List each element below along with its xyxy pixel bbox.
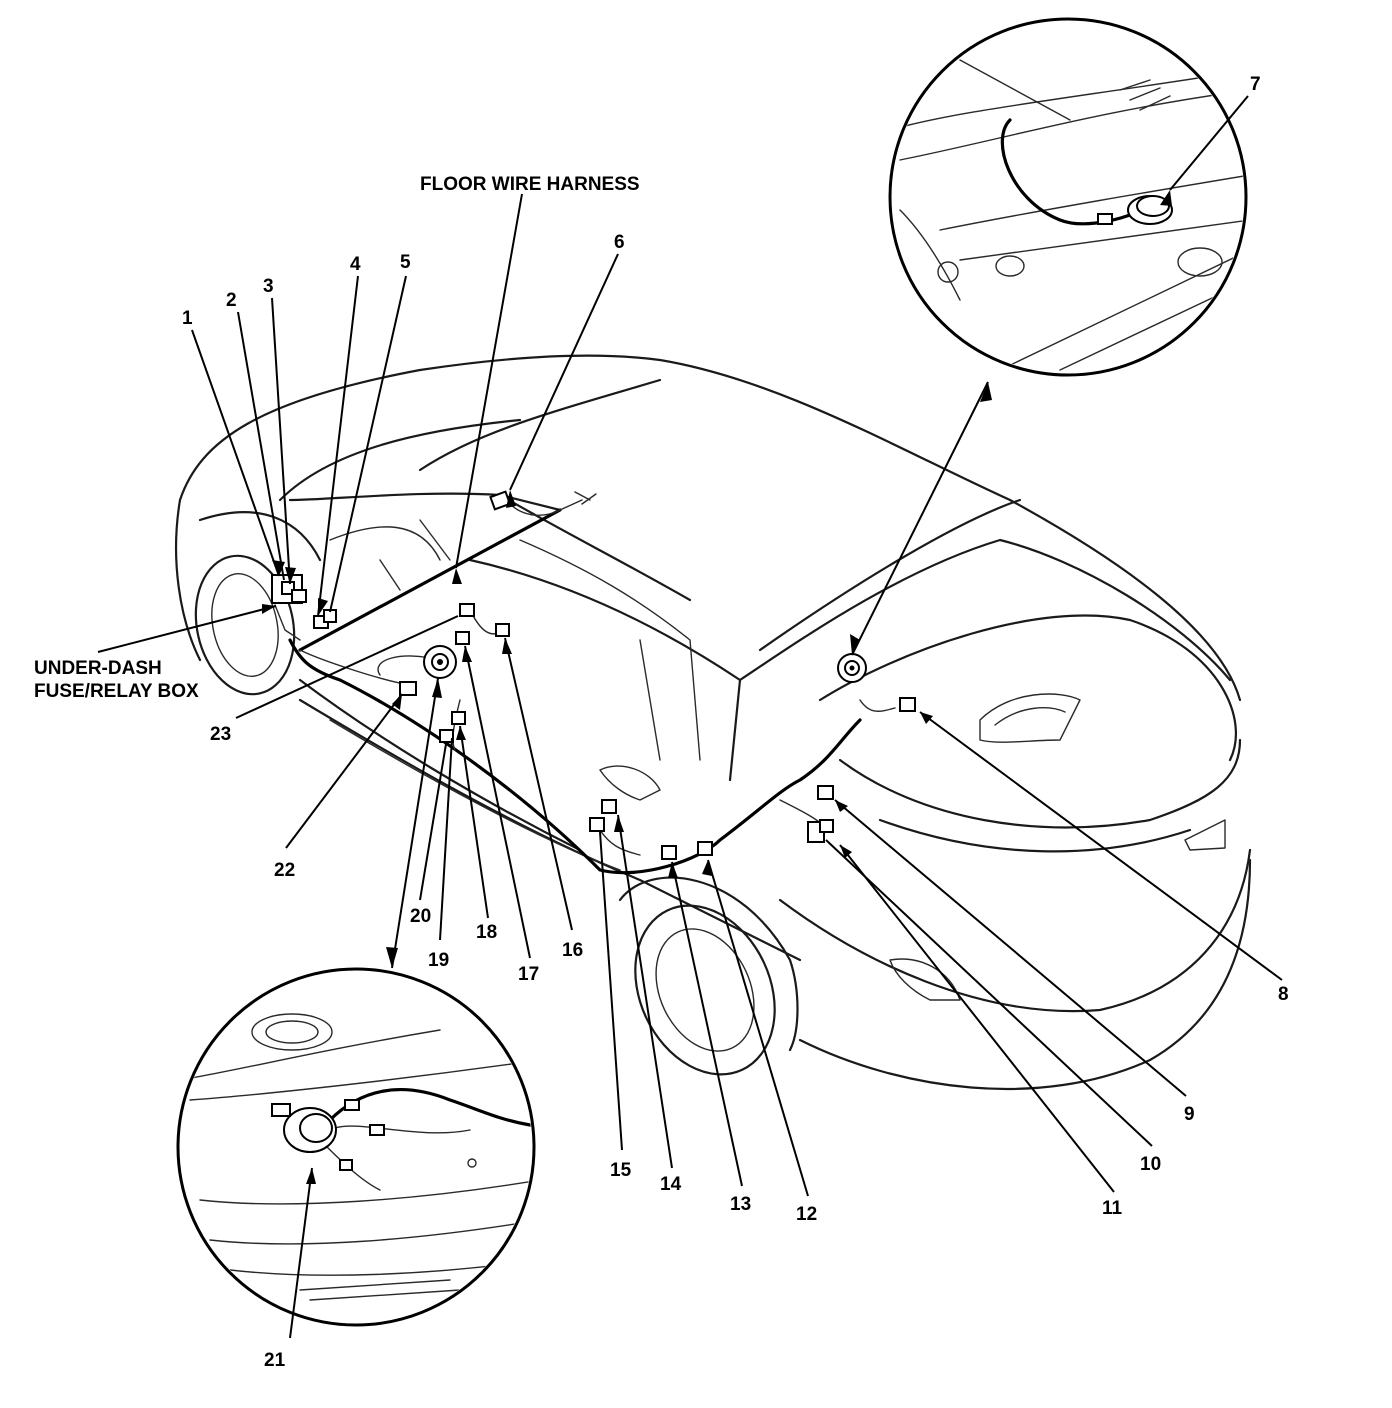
fuse-box-label-line2: FUSE/RELAY BOX [34, 681, 199, 702]
connector-16 [495, 623, 510, 637]
inset-arrows [386, 381, 992, 969]
connector-6 [489, 490, 512, 511]
leader-lines [97, 95, 1283, 1339]
inset-detail-7 [888, 17, 1248, 377]
callout-17: 17 [518, 964, 539, 985]
callout-16: 16 [562, 940, 583, 961]
callout-23: 23 [210, 724, 231, 745]
callout-4: 4 [350, 254, 361, 275]
connector-11 [819, 819, 834, 833]
under-dash-fuse-relay-box [271, 574, 307, 641]
connector-20 [439, 729, 454, 743]
connector-17 [455, 631, 470, 645]
callout-5: 5 [400, 252, 411, 273]
connector-23 [459, 603, 475, 617]
callout-6: 6 [614, 232, 625, 253]
callout-19: 19 [428, 950, 449, 971]
connector-9 [817, 785, 834, 800]
callout-3: 3 [263, 276, 274, 297]
callout-14: 14 [660, 1174, 682, 1195]
callout-1: 1 [182, 308, 193, 329]
connector-22 [399, 681, 417, 696]
callout-8: 8 [1278, 984, 1289, 1005]
callout-9: 9 [1184, 1104, 1195, 1125]
callout-15: 15 [610, 1160, 632, 1181]
connector-8 [899, 697, 916, 712]
connector-13 [661, 845, 677, 860]
callout-13: 13 [730, 1194, 751, 1215]
callout-10: 10 [1140, 1154, 1161, 1175]
inset-detail-21 [176, 967, 536, 1327]
text-labels: FLOOR WIRE HARNESS UNDER-DASH FUSE/RELAY… [34, 74, 1289, 1371]
callout-2: 2 [226, 290, 237, 311]
callout-21: 21 [264, 1350, 286, 1371]
harness-routing [288, 491, 896, 875]
callout-22: 22 [274, 860, 295, 881]
connectors [313, 490, 916, 860]
callout-11: 11 [1102, 1198, 1123, 1219]
callout-12: 12 [796, 1204, 817, 1225]
connector-14 [601, 799, 617, 814]
fuse-box-label-line1: UNDER-DASH [34, 658, 162, 679]
connector-15 [589, 817, 605, 832]
connector-18 [451, 711, 466, 725]
connector-12 [697, 841, 713, 856]
callout-18: 18 [476, 922, 497, 943]
callout-7: 7 [1250, 74, 1261, 95]
callout-20: 20 [410, 906, 431, 927]
floor-harness-label: FLOOR WIRE HARNESS [420, 174, 640, 195]
